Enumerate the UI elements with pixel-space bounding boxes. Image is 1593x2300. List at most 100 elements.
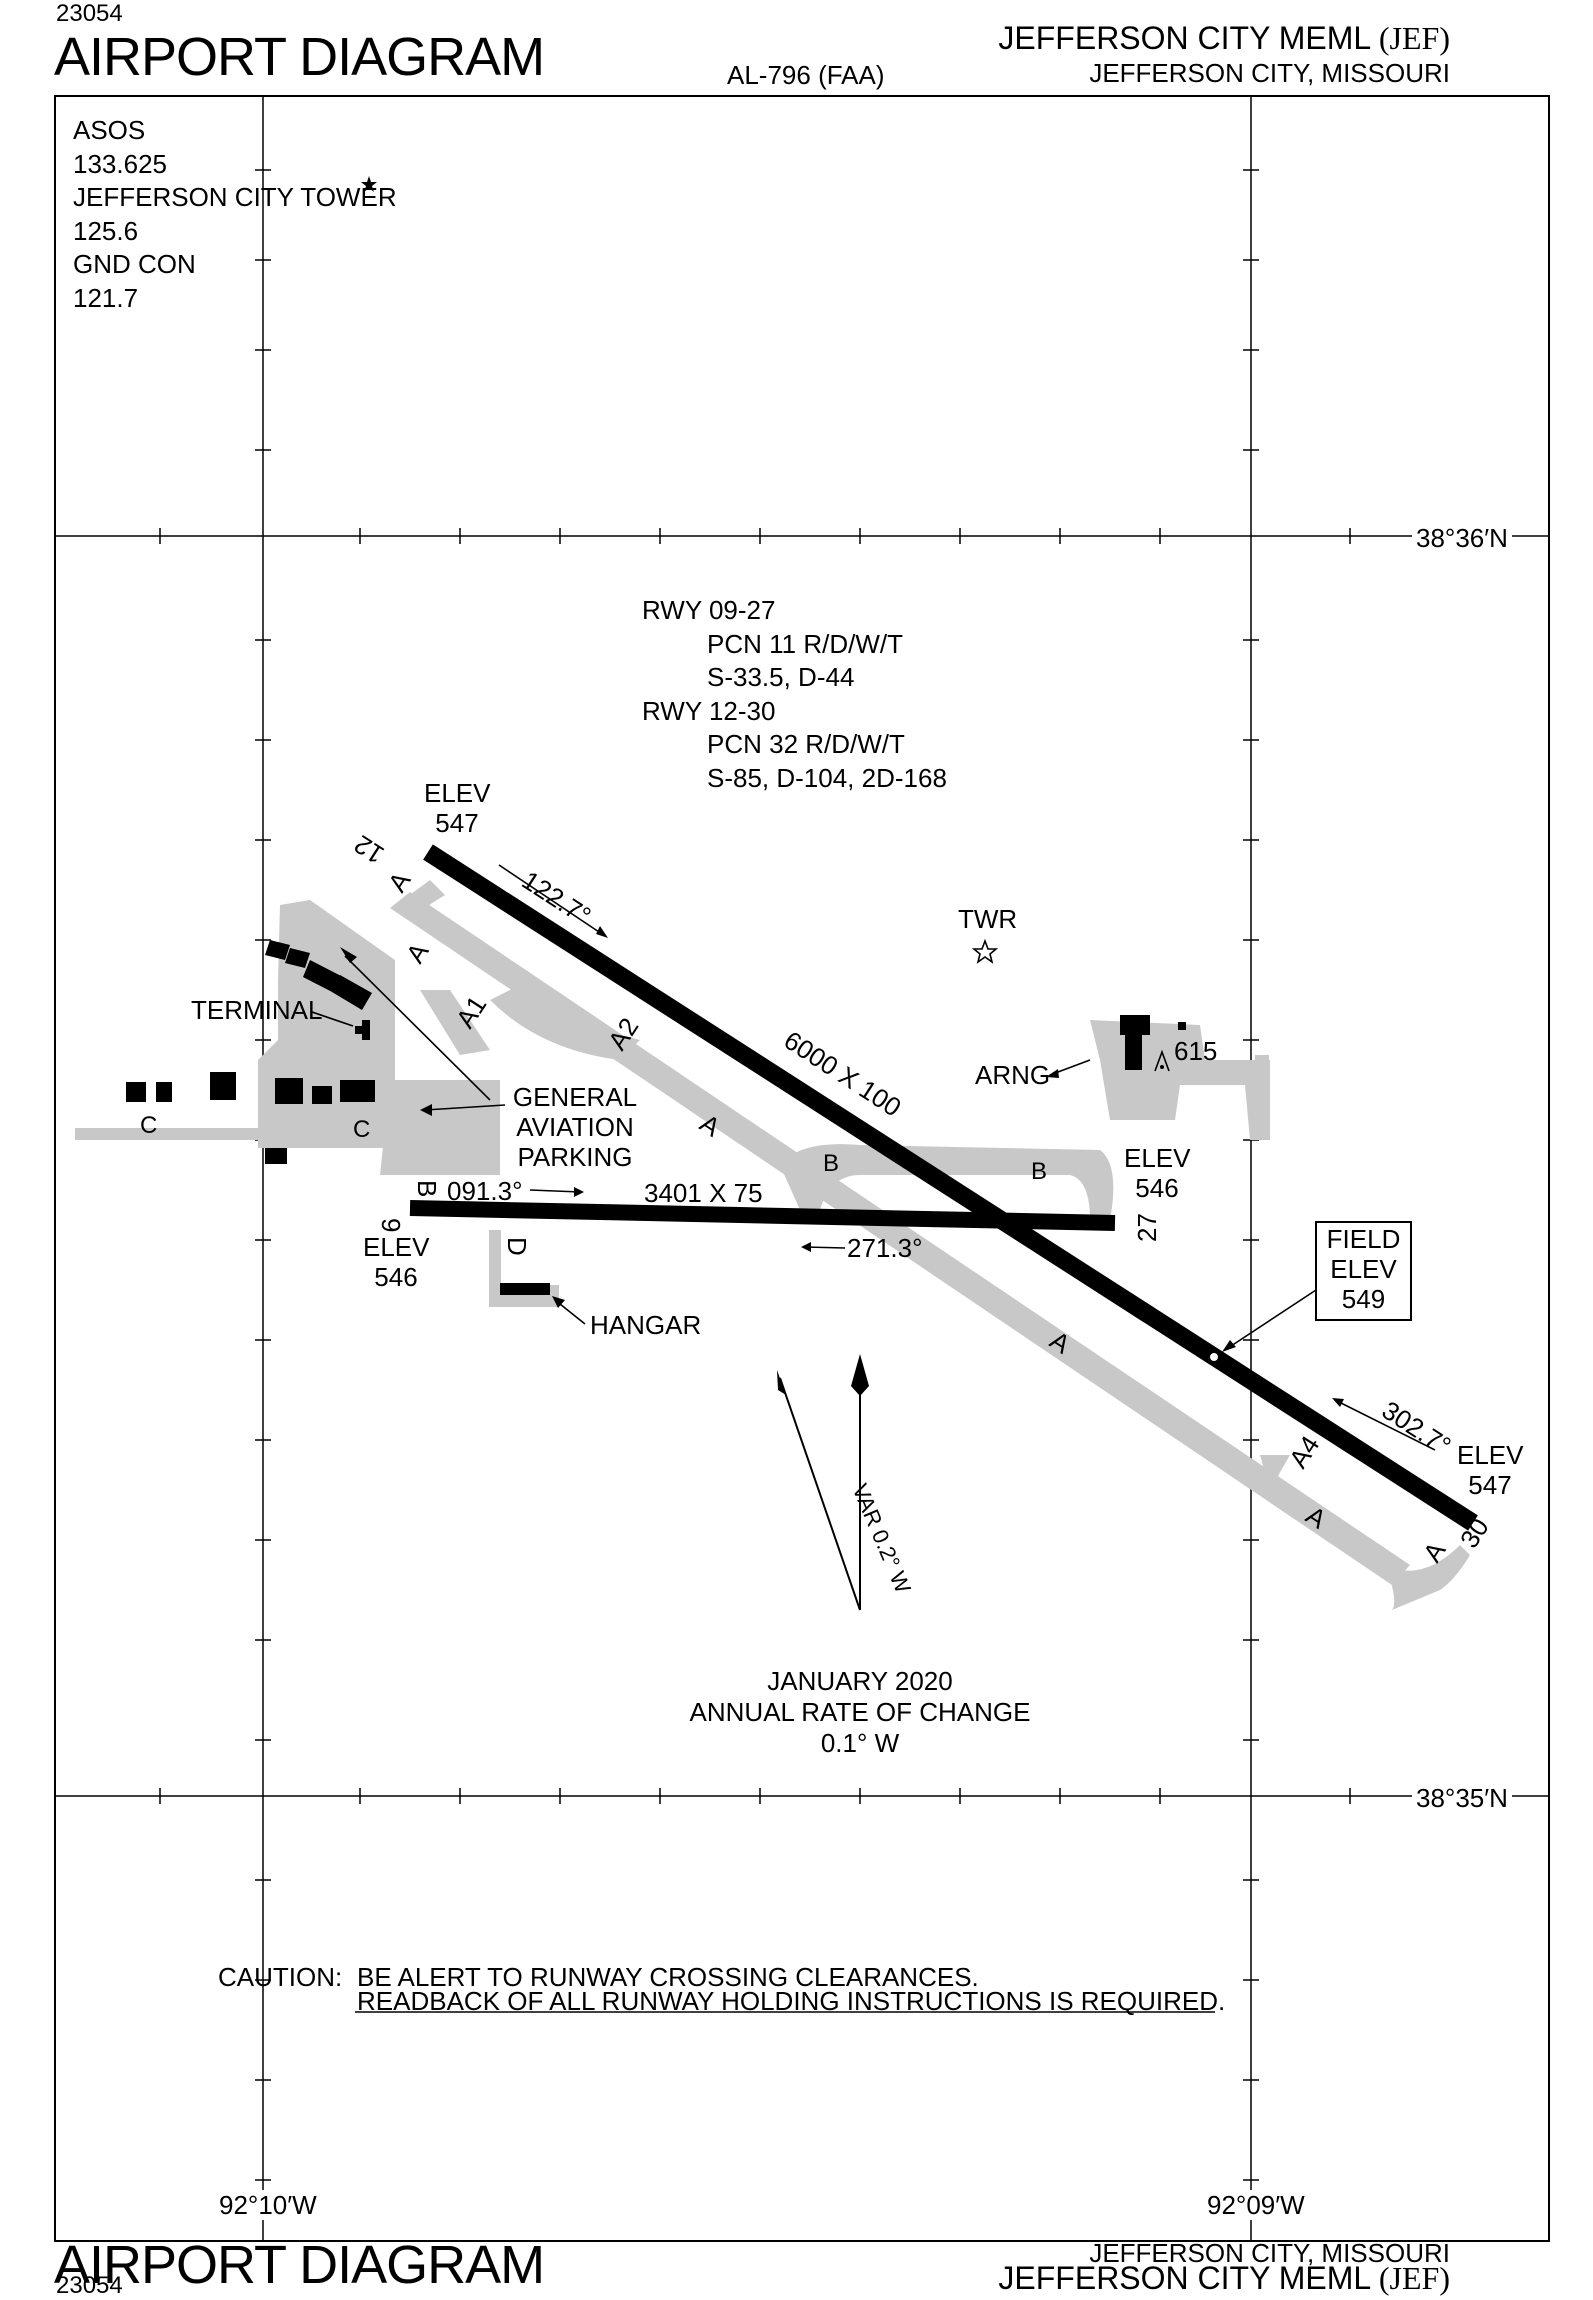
building-west-3 xyxy=(210,1072,236,1100)
elev-rwy-12-label: ELEV xyxy=(424,778,491,808)
taxiway-a-north-end xyxy=(395,880,445,920)
field-elev-line-1: FIELD xyxy=(1326,1224,1401,1254)
chart-number-top: 23054 xyxy=(56,0,123,27)
field-elev-line-2: ELEV xyxy=(1330,1254,1397,1284)
taxiway-a4-label: A4 xyxy=(1283,1430,1325,1473)
hdg-271-head xyxy=(801,1242,811,1252)
pcn-rwy-09-27: RWY 09-27 xyxy=(642,595,776,625)
taxiway-c-label-east: C xyxy=(353,1116,371,1143)
elev-rwy-9-label: ELEV xyxy=(363,1232,430,1262)
field-elev-arrow-head xyxy=(1222,1340,1236,1352)
runway-12-30[interactable] xyxy=(423,844,1478,1531)
obstacle-dot xyxy=(1160,1065,1164,1069)
hdg-302-arrow xyxy=(1334,1399,1436,1451)
tower-freq: 125.6 xyxy=(73,215,139,246)
chart-frame xyxy=(54,95,1550,2242)
elev-rwy-9: ELEV 546 xyxy=(363,1232,430,1292)
building-hangar xyxy=(500,1283,550,1295)
frequency-block: ASOS 133.625 JEFFERSON CITY TOWER 125.6 … xyxy=(73,114,397,315)
taxiway-c-label-west: C xyxy=(140,1112,158,1139)
mag-north-head xyxy=(777,1370,786,1395)
rwy-12-end-label: 12 xyxy=(349,829,390,870)
mag-rate-value: 0.1° W xyxy=(820,1728,900,1758)
lon-west-label: 92°10′W xyxy=(215,2190,321,2220)
pavement xyxy=(75,880,1470,1610)
elev-rwy-12-value: 547 xyxy=(435,808,479,838)
field-elev-marker xyxy=(1209,1352,1219,1362)
pcn-rwy-12-30: RWY 12-30 xyxy=(642,695,776,726)
chart-number-bottom: 23054 xyxy=(56,2272,123,2299)
elev-rwy-27-value: 546 xyxy=(1135,1173,1179,1203)
taxiway-c xyxy=(75,1128,395,1140)
location-bottom: JEFFERSON CITY, MISSOURI xyxy=(1089,2238,1450,2268)
weight-12-30: S-85, D-104, 2D-168 xyxy=(707,762,947,793)
taxiway-a-main xyxy=(390,892,1410,1585)
location-top: JEFFERSON CITY, MISSOURI xyxy=(1089,58,1450,88)
rwy-9-end-label: 9 xyxy=(376,1218,406,1232)
asos-freq: 133.625 xyxy=(73,148,167,179)
elev-rwy-30-label: ELEV xyxy=(1457,1440,1524,1470)
true-north-head xyxy=(851,1354,869,1396)
field-elev-label: FIELD ELEV 549 xyxy=(1316,1224,1411,1314)
ground-label: GND CON xyxy=(73,249,196,279)
taxiway-a4-stub xyxy=(1260,1455,1290,1490)
taxiway-b-label-west: B xyxy=(412,1180,442,1197)
building-terminal-small-2 xyxy=(355,1026,363,1034)
building-west-6 xyxy=(340,1080,375,1102)
taxiway-a-end xyxy=(1380,1545,1470,1610)
taxiway-a2 xyxy=(490,985,640,1060)
ga-leader-2 xyxy=(424,1104,506,1111)
buildings xyxy=(126,940,1186,1295)
pcn-value-12-30: PCN 32 R/D/W/T xyxy=(707,729,905,759)
pcn-value-09-27: PCN 11 R/D/W/T xyxy=(707,628,903,659)
mag-rate-title: ANNUAL RATE OF CHANGE xyxy=(689,1697,1031,1727)
field-elev-value: 549 xyxy=(1341,1284,1386,1314)
elev-rwy-27-label: ELEV xyxy=(1124,1143,1191,1173)
hangar-arrow-head xyxy=(552,1296,565,1308)
ga-arrow-head-1 xyxy=(340,947,357,963)
pavement-info: RWY 09-27 PCN 11 R/D/W/T S-33.5, D-44 RW… xyxy=(642,594,947,795)
building-terminal-2 xyxy=(285,948,310,968)
ga-arrow-head-2 xyxy=(420,1104,432,1116)
elev-rwy-27: ELEV 546 xyxy=(1124,1143,1191,1203)
mag-north-line xyxy=(779,1377,861,1611)
building-west-4 xyxy=(275,1078,303,1104)
terminal-leader-line xyxy=(311,1011,351,1026)
elev-rwy-30: ELEV 547 xyxy=(1457,1440,1524,1500)
airport-name-bottom: JEFFERSON CITY MEML (JEF) xyxy=(998,2260,1450,2296)
hdg-122-arrow xyxy=(498,864,606,937)
building-arng xyxy=(1120,1015,1150,1070)
hdg-122-head xyxy=(596,926,608,938)
building-terminal-3 xyxy=(303,960,345,995)
title-bottom: AIRPORT DIAGRAM xyxy=(54,2235,545,2295)
ga-parking-line-2: AVIATION xyxy=(516,1112,634,1142)
building-west-7 xyxy=(265,1148,287,1164)
ground-freq: 121.7 xyxy=(73,282,139,313)
elev-rwy-30-value: 547 xyxy=(1468,1470,1512,1500)
obstacle-elev-label: 615 xyxy=(1174,1036,1218,1066)
building-terminal-small xyxy=(362,1020,370,1040)
building-terminal-4 xyxy=(332,975,372,1010)
arrowheads xyxy=(340,926,1344,1407)
taxiway-d xyxy=(489,1230,501,1300)
taxiway-a1 xyxy=(420,990,490,1055)
field-elev-box xyxy=(1315,1221,1412,1321)
hdg-302-head xyxy=(1332,1398,1344,1407)
mag-rate-date: JANUARY 2020 xyxy=(767,1666,953,1696)
tower-label: JEFFERSON CITY TOWER xyxy=(73,182,397,212)
terminal-label: TERMINAL xyxy=(191,995,323,1025)
hdg-271-arrow xyxy=(804,1246,846,1249)
taxiway-d-label: D xyxy=(502,1237,532,1256)
building-west-5 xyxy=(312,1086,332,1104)
arng-label: ARNG xyxy=(975,1060,1051,1090)
field-elev-leader xyxy=(1224,1289,1317,1351)
airport-code-text: (JEF) xyxy=(1378,20,1450,56)
elev-rwy-12: ELEV 547 xyxy=(424,778,491,838)
rwy-27-hdg-label: 271.3° xyxy=(847,1233,923,1263)
lon-east-label: 92°09′W xyxy=(1203,2190,1309,2220)
runway-9-27[interactable] xyxy=(409,1200,1116,1231)
airport-name-bottom-text: JEFFERSON CITY MEML xyxy=(998,2260,1370,2296)
hangar-label: HANGAR xyxy=(590,1310,702,1340)
building-arng-small xyxy=(1178,1022,1186,1030)
ga-leader-1 xyxy=(344,955,491,1101)
